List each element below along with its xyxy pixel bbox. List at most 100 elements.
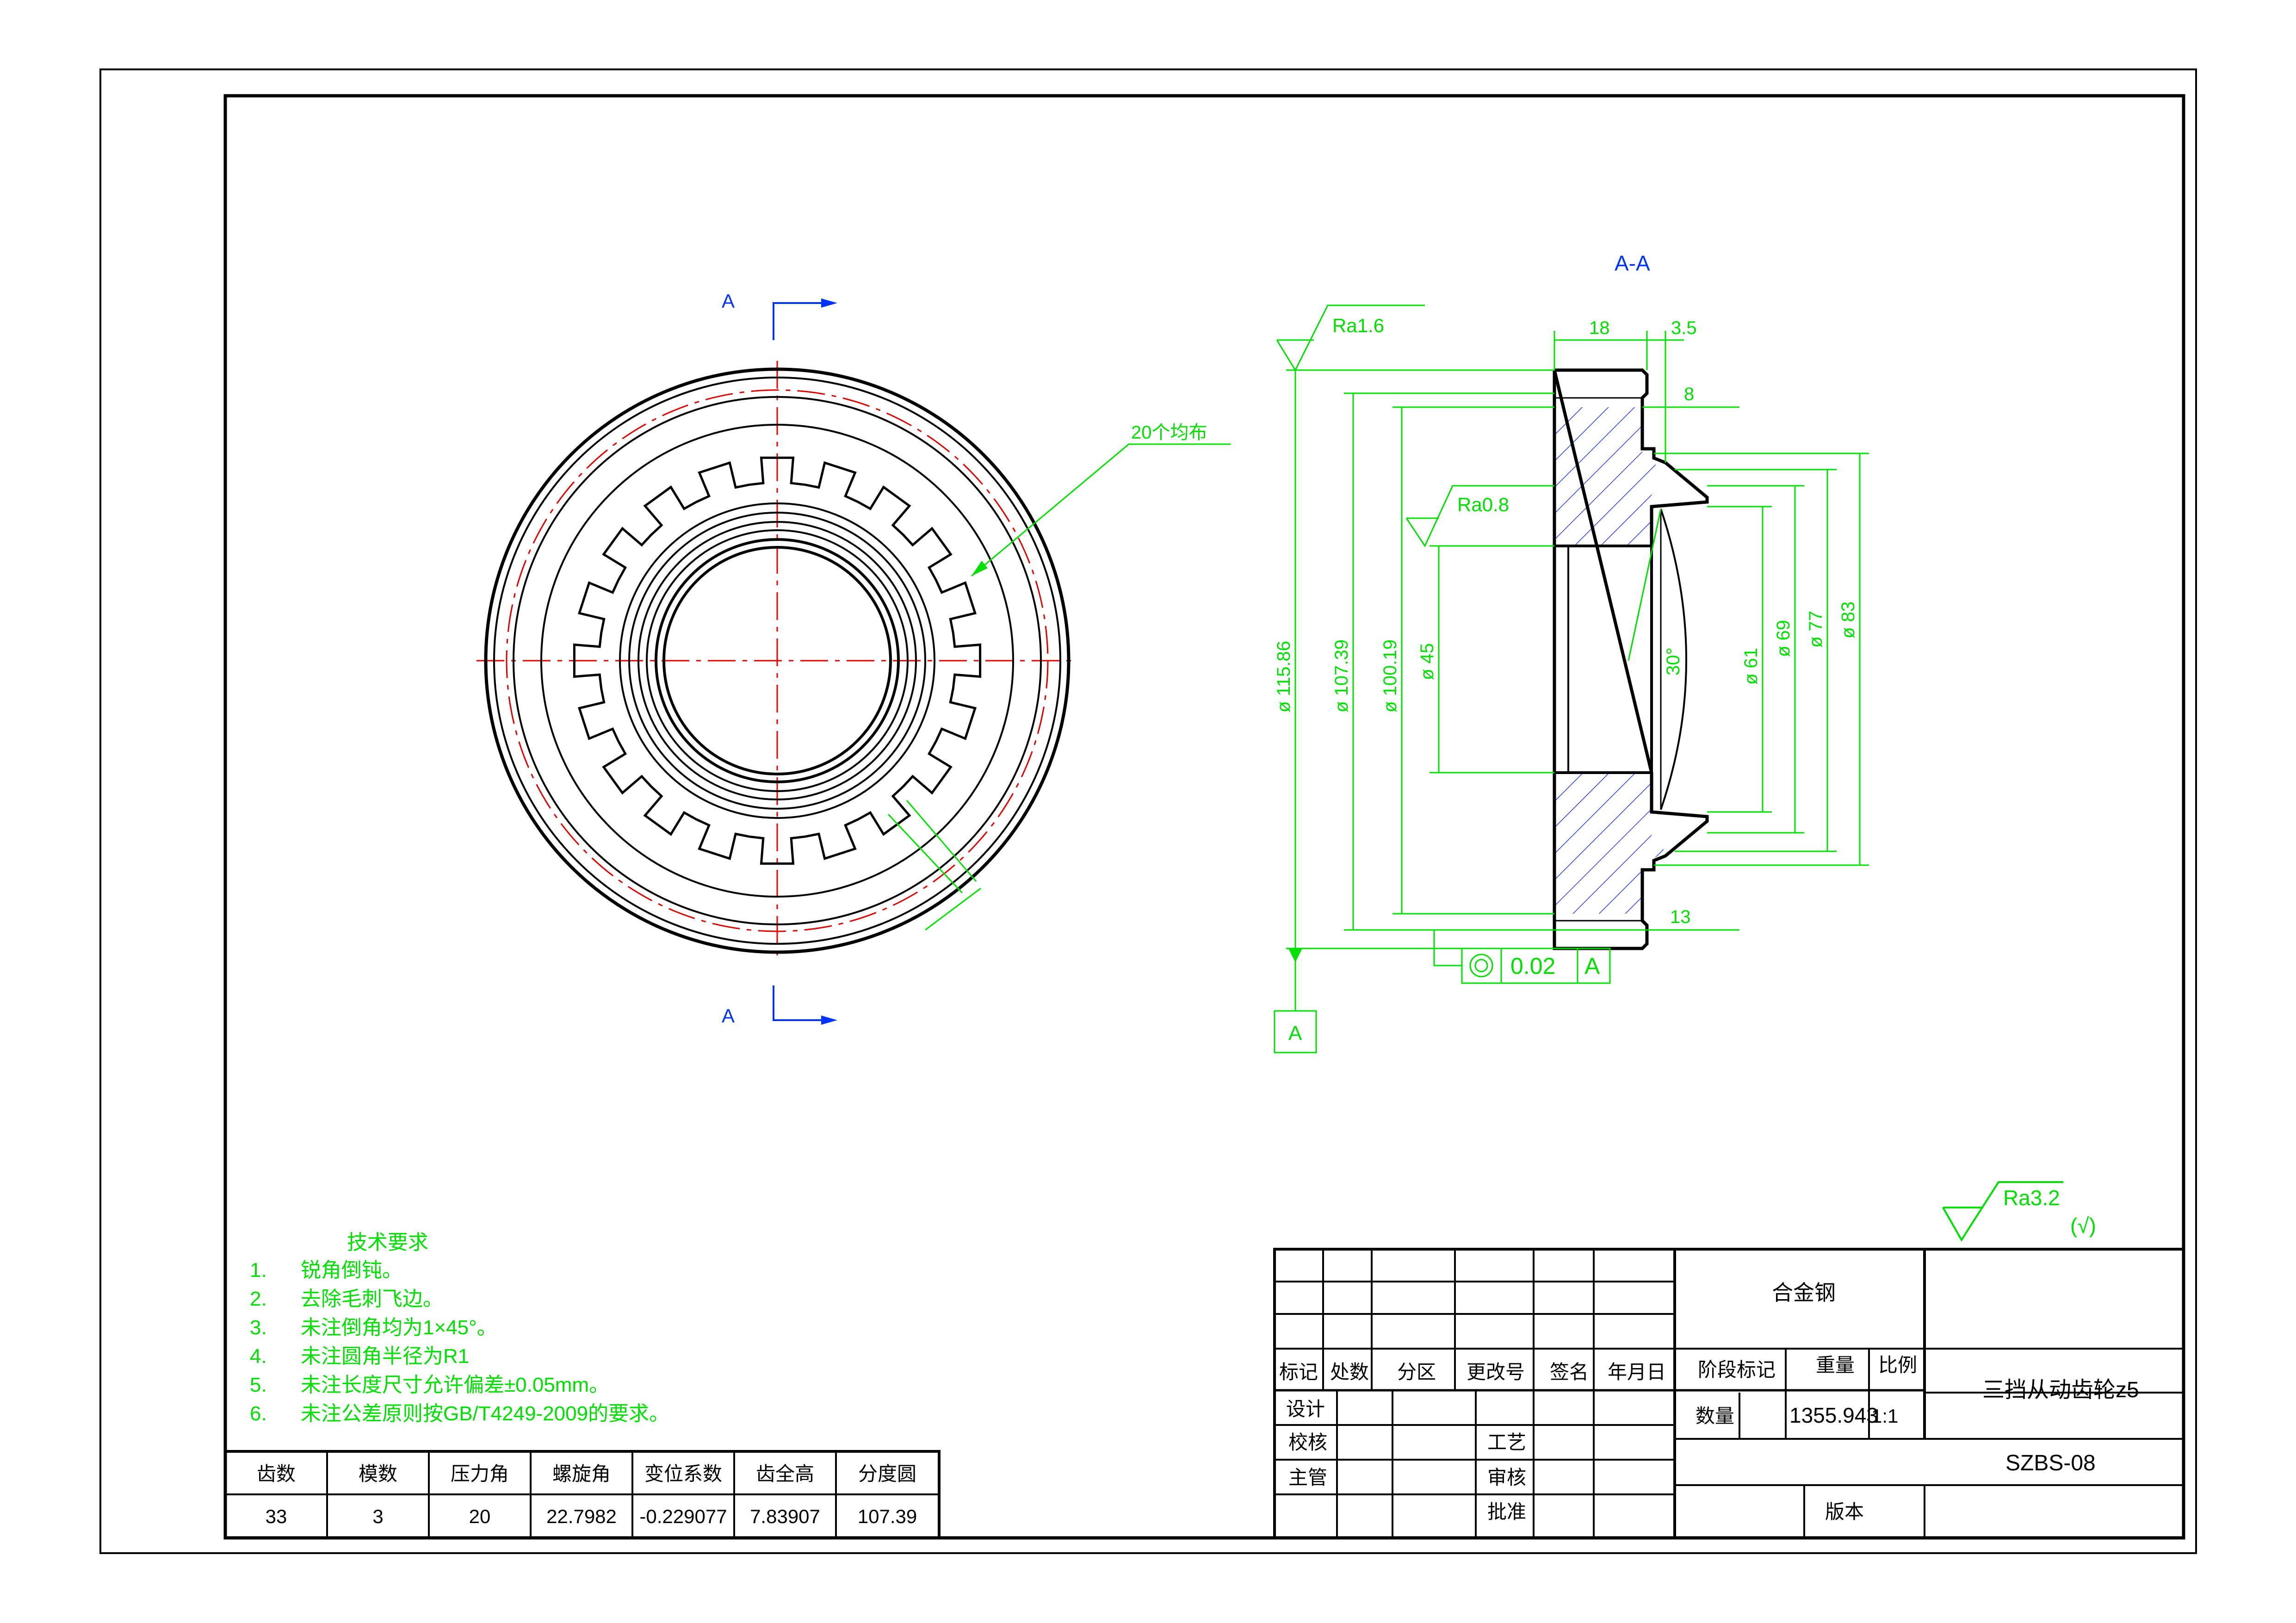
tech-title: 技术要求 bbox=[347, 1231, 428, 1254]
tb-approve: 批准 bbox=[1487, 1501, 1526, 1523]
dim-d61: ø 61 bbox=[1741, 648, 1761, 685]
tech-num-2: 2. bbox=[250, 1288, 267, 1310]
tb-rev-4: 更改号 bbox=[1467, 1361, 1525, 1383]
spline-note: 20个均布 bbox=[1131, 422, 1207, 443]
outer-border bbox=[99, 68, 2197, 1554]
tb-scale: 比例 bbox=[1878, 1354, 1917, 1376]
tb-design: 设计 bbox=[1286, 1398, 1325, 1420]
outer-circle-2 bbox=[493, 377, 1061, 945]
note-leader bbox=[971, 443, 1231, 577]
tolerance-value: 0.02 bbox=[1510, 953, 1555, 979]
dim-d77: ø 77 bbox=[1806, 611, 1826, 648]
section-cut-bottom bbox=[773, 985, 823, 1021]
tech-requirements: 技术要求 1. 锐角倒钝。 2. 去除毛刺飞边。 3. 未注倒角均为1×45°。… bbox=[250, 1231, 669, 1425]
tb-process: 工艺 bbox=[1487, 1431, 1526, 1453]
tb-rev-5: 签名 bbox=[1550, 1361, 1589, 1383]
front-view: 20个均布 bbox=[477, 361, 1231, 962]
dim-d69: ø 69 bbox=[1773, 620, 1794, 657]
cone-arc bbox=[1660, 508, 1687, 810]
param-header-7: 分度圆 bbox=[858, 1463, 916, 1485]
inner-frame bbox=[223, 94, 2185, 1540]
dim-angle: 30° bbox=[1663, 648, 1683, 676]
param-header-3: 压力角 bbox=[451, 1463, 509, 1485]
roughness-ra16: Ra1.6 bbox=[1332, 315, 1384, 336]
section-cut-top bbox=[773, 302, 823, 340]
note-leader-arrow bbox=[972, 561, 988, 576]
tb-weight-value: 1355.943 bbox=[1789, 1403, 1878, 1427]
concentricity-icon-inner bbox=[1474, 959, 1488, 973]
section-view: 18 3.5 8 13 ø 115.86 ø 107.39 ø 100.19 ø… bbox=[1274, 304, 1869, 1053]
tooth-dim-line-2 bbox=[906, 800, 977, 882]
section-arrow-top bbox=[821, 298, 837, 308]
section-label-top: A bbox=[722, 290, 735, 312]
section-arrow-bottom bbox=[821, 1016, 837, 1025]
param-value-7: 107.39 bbox=[858, 1505, 917, 1527]
param-header-2: 模数 bbox=[359, 1463, 397, 1485]
tb-material: 合金钢 bbox=[1772, 1281, 1836, 1305]
tech-item-3: 未注倒角均为1×45°。 bbox=[301, 1316, 497, 1339]
tb-part-name: 三挡从动齿轮z5 bbox=[1982, 1378, 2139, 1402]
dim-d115: ø 115.86 bbox=[1274, 641, 1294, 712]
param-value-3: 20 bbox=[469, 1505, 491, 1527]
tb-check: 校核 bbox=[1288, 1431, 1327, 1453]
param-header-6: 齿全高 bbox=[756, 1463, 814, 1485]
dimension-lines bbox=[1286, 331, 1869, 962]
groove-circle-2 bbox=[637, 521, 917, 800]
outer-circle bbox=[484, 367, 1071, 954]
param-header-1: 齿数 bbox=[257, 1463, 296, 1485]
tech-num-1: 1. bbox=[250, 1259, 267, 1282]
roughness-ra32: Ra3.2 bbox=[2003, 1186, 2060, 1210]
section-markers: A A A-A bbox=[722, 251, 1650, 1027]
tech-item-4: 未注圆角半径为R1 bbox=[301, 1345, 469, 1368]
tb-rev-1: 标记 bbox=[1279, 1361, 1318, 1383]
datum-label: A bbox=[1288, 1022, 1302, 1045]
roughness-symbol-ra08 bbox=[1405, 485, 1554, 548]
hatch-upper bbox=[1554, 407, 1665, 546]
tech-item-2: 去除毛刺飞边。 bbox=[301, 1288, 443, 1310]
tech-num-6: 6. bbox=[250, 1402, 267, 1425]
dim-d45: ø 45 bbox=[1417, 643, 1437, 680]
tb-stage-mark: 阶段标记 bbox=[1698, 1359, 1776, 1381]
param-value-6: 7.83907 bbox=[750, 1505, 820, 1527]
roughness-suffix: (√) bbox=[2070, 1214, 2096, 1238]
cone-angle-line bbox=[1628, 508, 1662, 661]
tb-drawing-no: SZBS-08 bbox=[2005, 1451, 2096, 1475]
tech-num-3: 3. bbox=[250, 1316, 267, 1339]
param-value-2: 3 bbox=[372, 1505, 383, 1527]
hub-step-circle bbox=[540, 424, 1014, 898]
tb-supervisor: 主管 bbox=[1288, 1467, 1327, 1488]
tech-item-6: 未注公差原则按GB/T4249-2009的要求。 bbox=[301, 1402, 669, 1425]
param-header-4: 螺旋角 bbox=[552, 1463, 611, 1485]
param-value-5: -0.229077 bbox=[639, 1505, 727, 1527]
groove-circle-1 bbox=[628, 512, 926, 810]
tb-review: 审核 bbox=[1487, 1467, 1526, 1488]
groove-circle-3 bbox=[646, 529, 909, 792]
general-roughness: Ra3.2 (√) bbox=[1942, 1181, 2096, 1242]
roughness-symbol-general bbox=[1942, 1181, 2063, 1242]
bore-circle bbox=[662, 546, 892, 775]
tooth-dim-line-3 bbox=[925, 887, 981, 931]
datum-box bbox=[1274, 1010, 1317, 1053]
dim-3-5: 3.5 bbox=[1671, 318, 1697, 338]
tech-item-1: 锐角倒钝。 bbox=[301, 1259, 402, 1282]
section-title: A-A bbox=[1615, 251, 1650, 275]
spline-inner-circle bbox=[619, 502, 935, 819]
tb-weight: 重量 bbox=[1816, 1354, 1855, 1376]
title-block-text: 合金钢 标记 处数 分区 更改号 签名 年月日 设计 校核 主管 工艺 审核 批… bbox=[1279, 1281, 2139, 1523]
tolerance-leader bbox=[1433, 930, 1462, 966]
tolerance-datum: A bbox=[1584, 953, 1600, 979]
dim-8: 8 bbox=[1684, 384, 1694, 404]
tb-quantity: 数量 bbox=[1696, 1405, 1734, 1427]
tech-num-4: 4. bbox=[250, 1345, 267, 1368]
tb-scale-value: 1:1 bbox=[1871, 1405, 1898, 1427]
tooth-dim-line-1 bbox=[887, 813, 963, 894]
dim-13: 13 bbox=[1670, 907, 1691, 927]
roughness-symbol-ra16 bbox=[1276, 304, 1425, 372]
param-value-1: 33 bbox=[266, 1505, 287, 1527]
tech-item-5: 未注长度尺寸允许偏差±0.05mm。 bbox=[301, 1374, 609, 1396]
param-value-4: 22.7982 bbox=[546, 1505, 617, 1527]
spline-teeth bbox=[573, 456, 982, 865]
hatch-lower bbox=[1554, 773, 1665, 914]
concentricity-icon bbox=[1469, 954, 1493, 978]
